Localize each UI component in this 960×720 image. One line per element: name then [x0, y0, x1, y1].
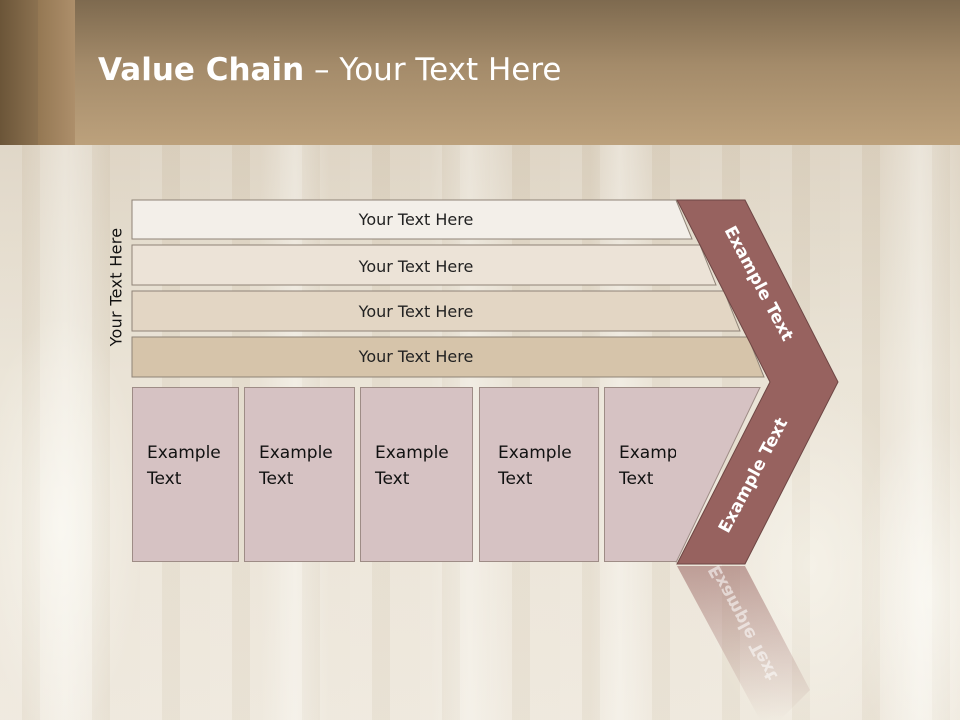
bar-2-label: Your Text Here — [358, 257, 474, 276]
bar-3-label: Your Text Here — [358, 302, 474, 321]
bar-3 — [131, 290, 741, 332]
bar-4-label: Your Text Here — [358, 347, 474, 366]
bar-2 — [131, 244, 717, 286]
activity-box-4-line1: Example — [498, 443, 572, 463]
margin-chevron-reflection — [677, 566, 810, 720]
background-drape — [880, 145, 960, 720]
activity-box-5-line2: Text — [619, 469, 654, 489]
activity-box-1-line1: Example — [147, 443, 221, 463]
activity-box-1-line2: Text — [147, 469, 182, 489]
activity-box-5-slant — [675, 387, 761, 563]
activity-box-2-line2: Text — [259, 469, 294, 489]
slide-title: Value Chain – Your Text Here — [98, 52, 561, 88]
slide-title-bold: Value Chain — [98, 52, 305, 88]
slide-title-rest: – Your Text Here — [304, 52, 562, 88]
margin-chevron — [676, 199, 839, 565]
activity-box-3-line2: Text — [375, 469, 410, 489]
bar-4 — [131, 336, 765, 378]
activity-box-4-line2: Text — [498, 469, 533, 489]
title-bar-accent-stripe — [38, 0, 75, 145]
background-drape — [20, 145, 110, 720]
activity-box-2-line1: Example — [259, 443, 333, 463]
activity-box-5-line1: Example — [619, 443, 693, 463]
bar-1-label: Your Text Here — [358, 210, 474, 229]
title-bar: Value Chain – Your Text Here — [0, 0, 960, 145]
activity-box-3-line1: Example — [375, 443, 449, 463]
bar-1 — [131, 199, 693, 240]
